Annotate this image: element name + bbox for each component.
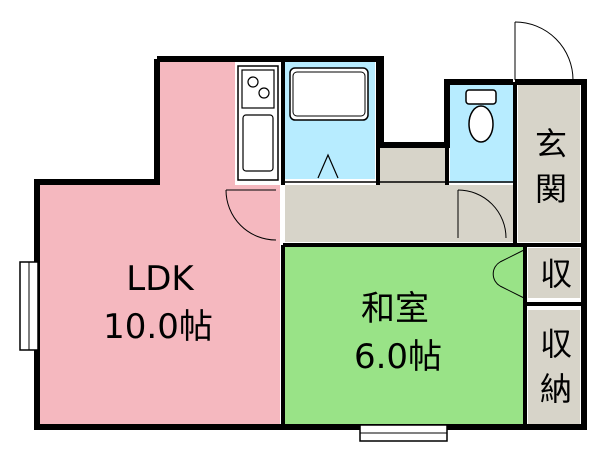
door-swing-icon	[225, 21, 574, 299]
ldk-name: LDK	[126, 259, 195, 299]
ldk-size: 10.0帖	[103, 307, 213, 347]
toilet-icon	[465, 89, 497, 143]
storage-closet-area	[528, 310, 580, 424]
hallway-upper	[380, 145, 445, 185]
bathtub-icon	[289, 67, 369, 121]
stove-burner-icon	[247, 76, 259, 88]
genkan-label-line2: 関	[535, 170, 567, 208]
storage-closet-line1: 収	[540, 325, 572, 363]
ldk-room	[40, 62, 280, 424]
window-icon	[19, 261, 39, 351]
washitsu-name: 和室	[361, 289, 429, 329]
sink-icon	[242, 114, 274, 172]
storage-closet-line2: 納	[540, 370, 572, 408]
hallway	[285, 185, 513, 242]
walls	[34, 56, 587, 430]
storage-small-label: 収	[540, 255, 572, 293]
window-icon	[359, 424, 448, 442]
washitsu-size: 6.0帖	[354, 337, 442, 377]
washitsu-room	[285, 247, 523, 424]
kitchen-counter	[237, 65, 279, 181]
storage-small-area	[528, 248, 580, 298]
genkan-label-line1: 玄	[535, 125, 567, 163]
stove-burner-icon	[258, 87, 270, 99]
washbasin-icon	[317, 153, 339, 179]
genkan-area	[518, 85, 580, 242]
